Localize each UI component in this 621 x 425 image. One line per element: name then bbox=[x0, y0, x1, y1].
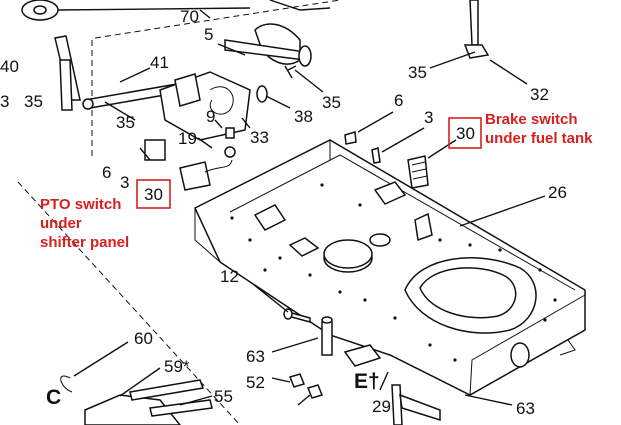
brake-switch bbox=[407, 155, 429, 189]
label-12: 12 bbox=[220, 267, 239, 286]
part-19-clip bbox=[224, 146, 236, 158]
pto-callout-text-3: shifter panel bbox=[40, 234, 129, 251]
label-38: 38 bbox=[294, 107, 313, 126]
label-55: 55 bbox=[214, 387, 233, 406]
part-29-bracket bbox=[391, 384, 441, 425]
label-19: 19 bbox=[178, 129, 197, 148]
label-29: 29 bbox=[372, 397, 391, 416]
label-33: 33 bbox=[250, 128, 269, 147]
brake-callout-text-1: Brake switch bbox=[485, 111, 578, 128]
part-5-shaft bbox=[224, 23, 312, 67]
brake-callout-number: 30 bbox=[456, 124, 475, 143]
leader-lines bbox=[73, 9, 546, 406]
part-38-washer bbox=[256, 85, 268, 103]
label-35-left: 35 bbox=[24, 92, 43, 111]
part-e-bracket bbox=[343, 344, 382, 367]
part-6-clip bbox=[344, 131, 357, 145]
label-c: C bbox=[46, 386, 61, 409]
part-52-nut bbox=[306, 384, 324, 399]
label-e: E† bbox=[354, 370, 380, 393]
label-70: 70 bbox=[180, 7, 199, 26]
label-60: 60 bbox=[134, 329, 153, 348]
label-32: 32 bbox=[530, 85, 549, 104]
part-35-pin bbox=[284, 65, 297, 79]
label-5: 5 bbox=[204, 25, 213, 44]
label-35-top: 35 bbox=[408, 63, 427, 82]
part-63-bolt bbox=[321, 316, 333, 356]
part-32-lever bbox=[463, 0, 490, 59]
label-26: 26 bbox=[548, 183, 567, 202]
guide-line bbox=[94, 0, 341, 39]
label-63-right: 63 bbox=[516, 399, 535, 418]
part-52-nut bbox=[288, 373, 306, 388]
part-9-bolt bbox=[225, 127, 235, 139]
label-40: 40 bbox=[0, 57, 19, 76]
callout-brake-switch: 30 Brake switch under fuel tank bbox=[448, 111, 593, 149]
pto-callout-number: 30 bbox=[144, 185, 163, 204]
label-41: 41 bbox=[150, 53, 169, 72]
label-59: 59* bbox=[164, 357, 190, 376]
part-lower-left-assembly bbox=[60, 375, 213, 425]
part-35-rod bbox=[59, 59, 73, 111]
label-6-left: 6 bbox=[102, 163, 111, 182]
callout-pto-switch: 30 PTO switch under shifter panel bbox=[40, 179, 171, 251]
part-26-frame bbox=[194, 139, 586, 396]
label-3-left: 3 bbox=[120, 173, 129, 192]
brake-callout-text-2: under fuel tank bbox=[485, 130, 593, 147]
guide-line bbox=[17, 181, 241, 425]
part-12-bolt bbox=[283, 308, 311, 323]
part-33-bracket bbox=[159, 71, 251, 141]
label-35-mid: 35 bbox=[116, 113, 135, 132]
pto-callout-text-2: under bbox=[40, 215, 82, 232]
label-9: 9 bbox=[206, 107, 215, 126]
part-3-screw bbox=[371, 147, 381, 164]
label-52: 52 bbox=[246, 373, 265, 392]
label-3-edge: 3 bbox=[0, 92, 9, 111]
label-35-right: 35 bbox=[322, 93, 341, 112]
pto-callout-text-1: PTO switch bbox=[40, 196, 121, 213]
label-6-right: 6 bbox=[394, 91, 403, 110]
label-63-left: 63 bbox=[246, 347, 265, 366]
label-3-right: 3 bbox=[424, 108, 433, 127]
